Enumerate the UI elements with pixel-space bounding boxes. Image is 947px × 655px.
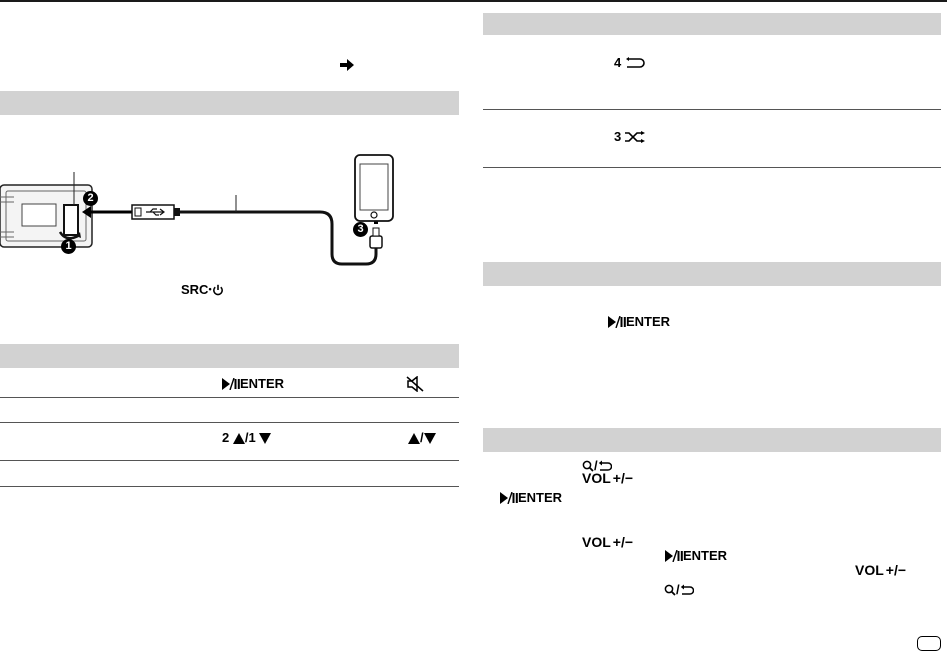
table-row-divider — [483, 109, 941, 110]
volume-key: VOL+/− — [582, 534, 634, 550]
back-arrow-icon — [680, 582, 694, 598]
src-label: SRC — [181, 282, 209, 297]
repeat-key: 4 — [614, 55, 645, 71]
page-tab-marker — [917, 636, 941, 651]
play-pause-enter-key: ENTER — [608, 314, 670, 330]
play-pause-icon — [608, 314, 626, 330]
speaker-mute-icon — [406, 375, 424, 397]
volume-key: VOL+/− — [855, 562, 907, 578]
table-row-divider — [0, 397, 459, 398]
up-down-arrow-keys: / — [408, 430, 436, 446]
src-power-key: SRC• — [181, 281, 224, 298]
search-back-key: / — [582, 458, 612, 474]
section-header-band — [483, 13, 941, 35]
play-pause-icon — [222, 376, 240, 392]
table-header-band — [0, 344, 459, 368]
search-icon — [664, 582, 676, 598]
play-pause-enter-key: ENTER — [222, 376, 284, 392]
table-row-divider — [0, 460, 459, 461]
usb-plug — [131, 204, 180, 220]
top-rule — [0, 0, 947, 2]
section-header-band — [0, 91, 459, 115]
enter-label: ENTER — [240, 376, 285, 391]
section-header-band — [483, 262, 941, 286]
usb-connection-diagram: 2 1 3 — [0, 150, 400, 270]
table-row-divider — [0, 486, 459, 487]
down-triangle-icon — [259, 430, 272, 446]
play-pause-icon — [665, 548, 683, 564]
repeat-icon — [625, 55, 645, 71]
step-badge-2: 2 — [83, 191, 98, 206]
step-badge-3: 3 — [353, 222, 368, 237]
volume-key: VOL+/− — [582, 470, 634, 486]
down-triangle-icon — [423, 430, 436, 446]
shuffle-icon — [624, 129, 645, 145]
search-back-key: / — [664, 582, 694, 598]
back-arrow-icon — [598, 458, 612, 474]
table-row-divider — [0, 422, 459, 423]
up-down-number-keys: 2 /1 — [222, 430, 272, 446]
play-pause-enter-key: ENTER — [500, 490, 562, 506]
power-icon — [212, 282, 224, 298]
phone-illustration — [354, 154, 394, 222]
section-header-band — [483, 428, 941, 452]
up-triangle-icon — [408, 430, 420, 446]
search-icon — [582, 458, 594, 474]
play-pause-icon — [500, 490, 518, 506]
table-row-divider — [483, 167, 941, 168]
right-arrow-icon — [340, 58, 354, 76]
up-triangle-icon — [232, 430, 245, 446]
random-key: 3 — [614, 129, 645, 145]
step-badge-1: 1 — [61, 239, 76, 254]
car-unit-illustration — [0, 172, 93, 248]
play-pause-enter-key: ENTER — [665, 548, 727, 564]
